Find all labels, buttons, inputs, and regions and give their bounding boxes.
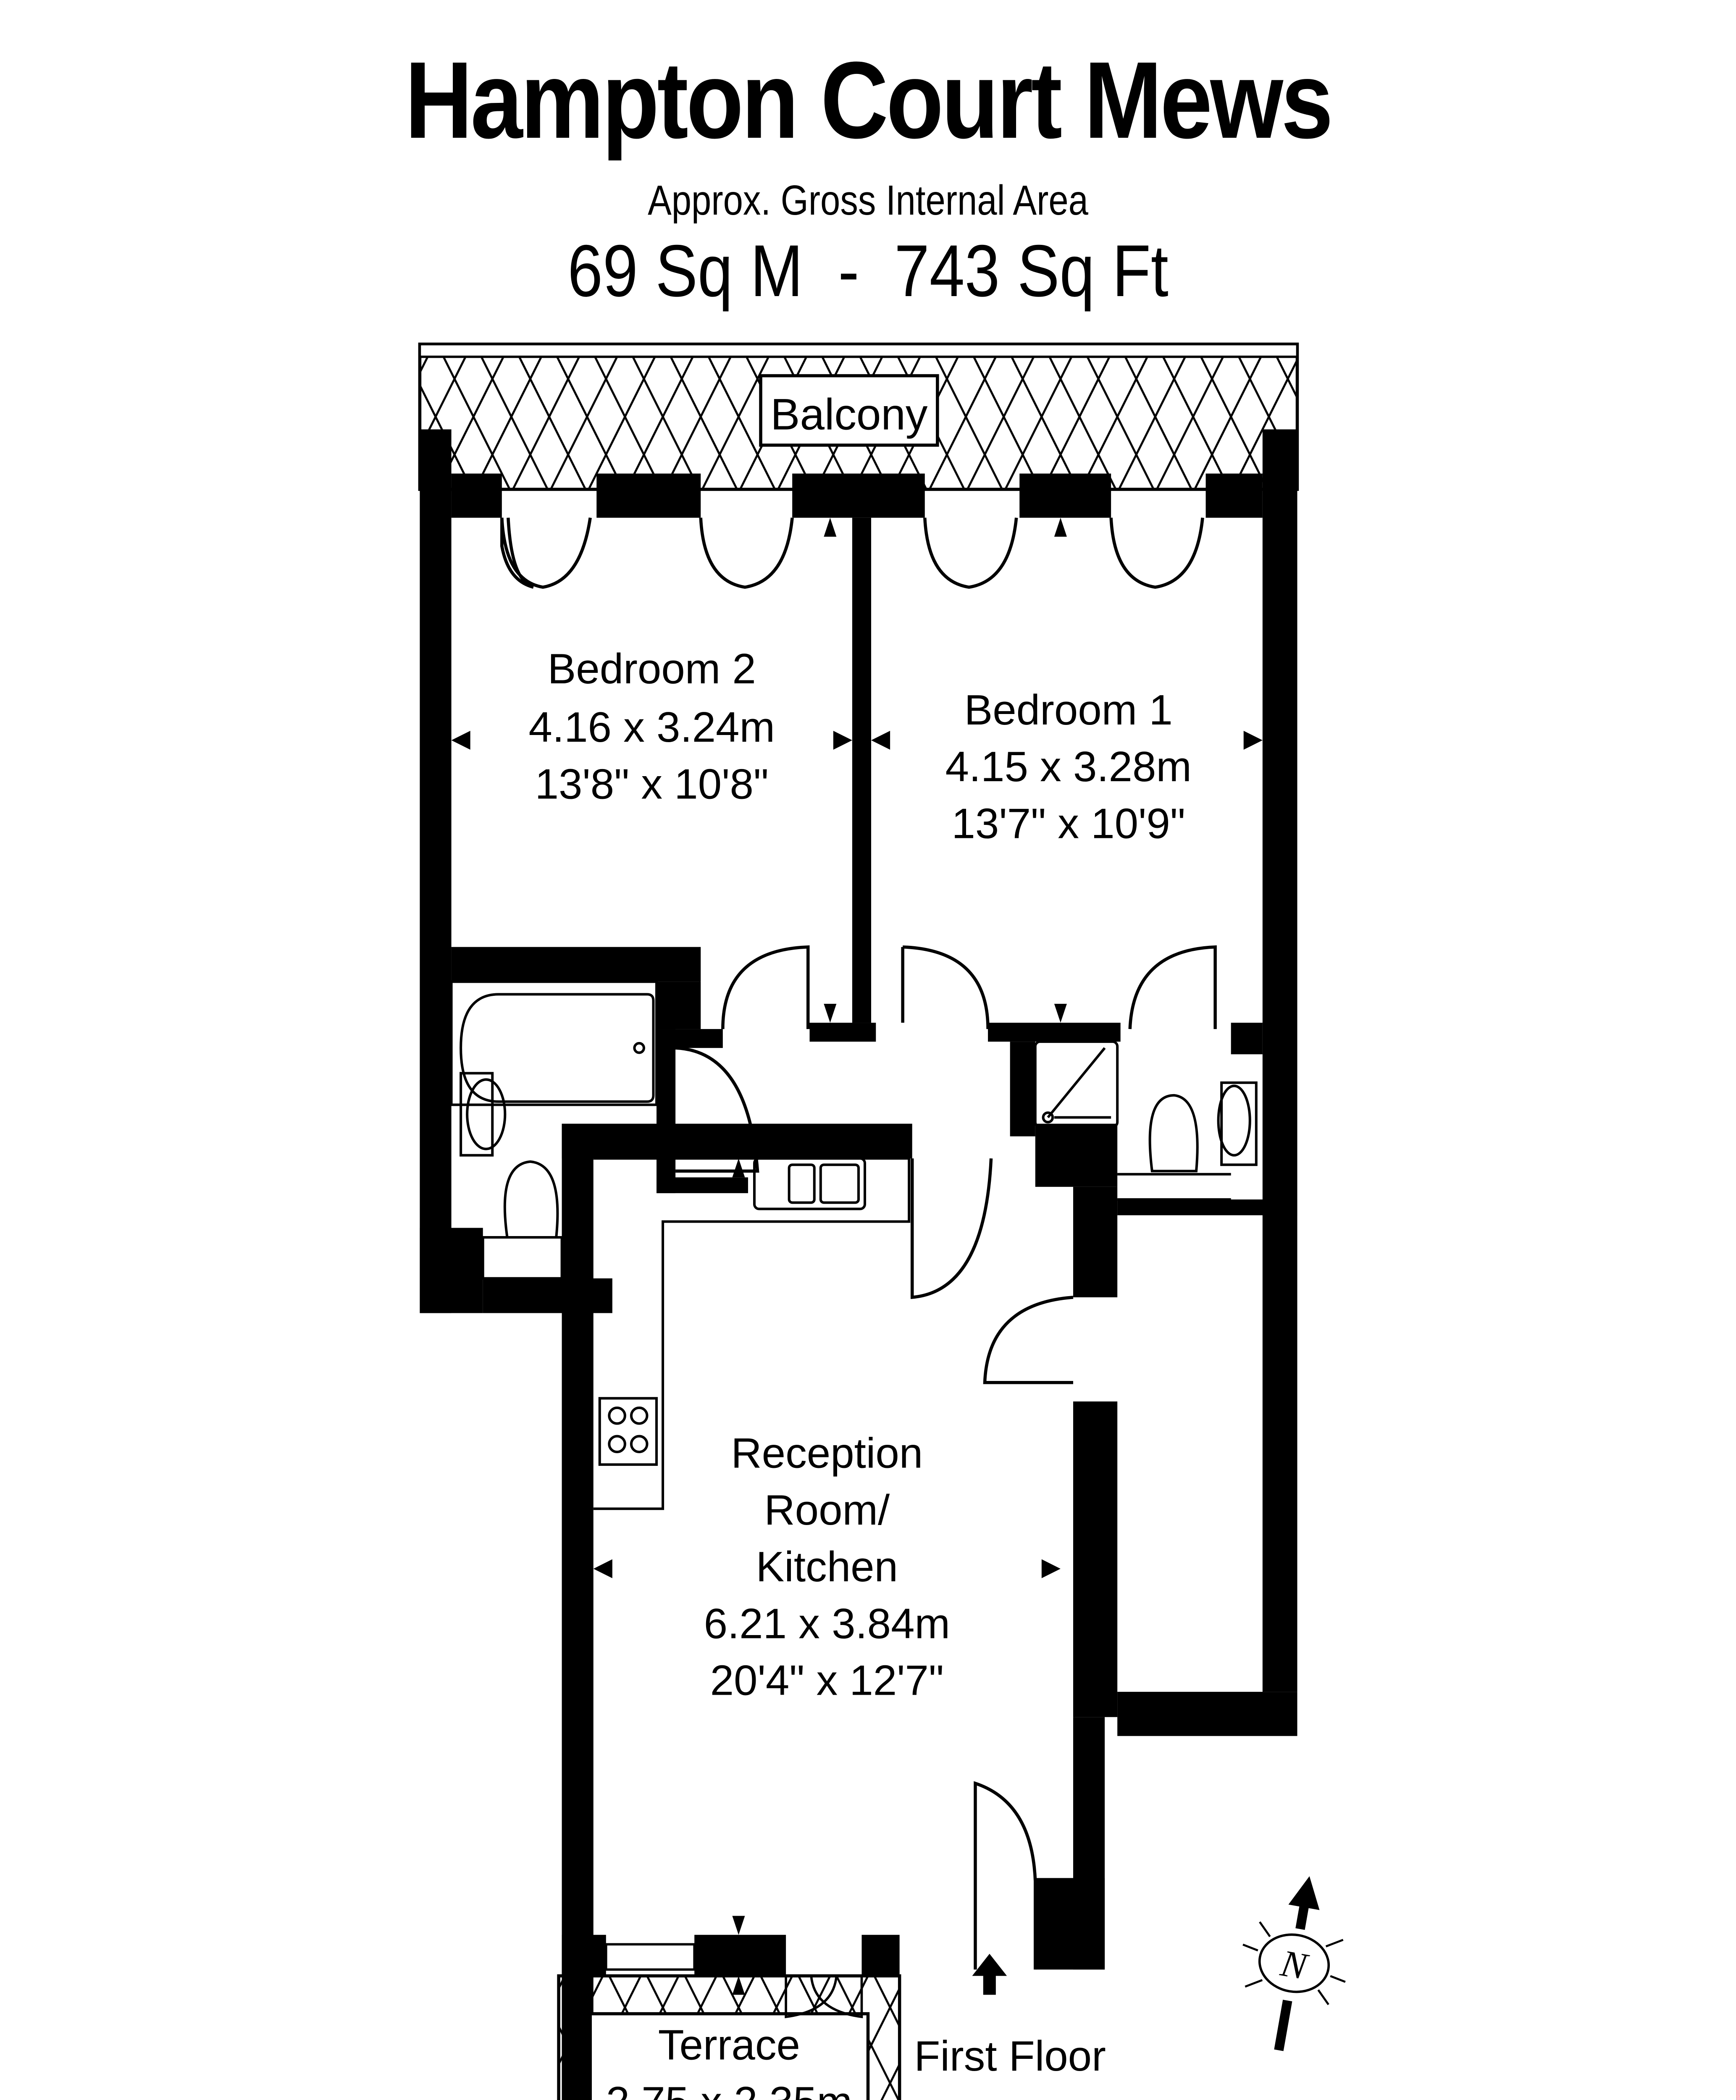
terrace-door	[785, 1976, 863, 2019]
door-bedroom1	[903, 945, 990, 1029]
reception-name-1: Reception	[731, 1430, 923, 1477]
door-bedroom2	[721, 945, 810, 1029]
area-value: 69 Sq M - 743 Sq Ft	[567, 230, 1169, 312]
terrace-metric: 2.75 x 2.35m	[606, 2078, 852, 2100]
floor-label: First Floor	[914, 2032, 1106, 2080]
basin-icon	[466, 1078, 507, 1150]
bedroom1-name: Bedroom 1	[964, 686, 1173, 734]
entrance-arrow-icon	[972, 1953, 1007, 1995]
bedroom2-name: Bedroom 2	[548, 645, 756, 693]
entrance-door	[974, 1781, 1037, 1970]
page-title: Hampton Court Mews	[404, 39, 1333, 161]
door-ensuite	[1128, 945, 1217, 1029]
balcony: Balcony	[418, 342, 1299, 491]
hob-icon	[598, 1397, 658, 1466]
walls	[420, 429, 1297, 2100]
terrace	[557, 1943, 901, 2100]
fixtures	[450, 980, 1258, 1510]
ensuite-toilet-icon	[1148, 1094, 1199, 1173]
reception-metric: 6.21 x 3.84m	[704, 1600, 950, 1647]
room-labels: Bedroom 2 4.16 x 3.24m 13'8" x 10'8" Bed…	[529, 645, 1192, 2100]
doors	[500, 517, 1217, 1970]
shower-tray-icon	[1034, 1040, 1119, 1129]
toilet-icon	[503, 1160, 559, 1245]
terrace-name: Terrace	[658, 2021, 800, 2069]
reception-imperial: 20'4" x 12'7"	[710, 1657, 944, 1704]
bedroom2-metric: 4.16 x 3.24m	[529, 704, 775, 751]
bedroom2-imperial: 13'8" x 10'8"	[535, 761, 769, 808]
area-caption: Approx. Gross Internal Area	[648, 177, 1088, 224]
french-door-bedroom1-b	[1109, 517, 1204, 589]
french-door-bedroom2-a	[500, 517, 592, 589]
ensuite-basin-icon	[1217, 1084, 1251, 1157]
balcony-label-box	[759, 374, 939, 447]
north-arrow-icon: N	[1242, 1876, 1346, 2051]
reception-name-3: Kitchen	[756, 1543, 898, 1591]
door-kitchen	[910, 1158, 993, 1299]
french-door-bedroom1-a	[923, 517, 1018, 589]
door-storage	[983, 1296, 1074, 1384]
bedroom1-metric: 4.15 x 3.28m	[945, 743, 1191, 790]
balcony-label: Balcony	[770, 390, 928, 439]
bathtub-icon	[460, 993, 655, 1103]
door-bathroom	[675, 1046, 759, 1173]
french-door-bedroom2-b	[699, 517, 794, 589]
bedroom1-imperial: 13'7" x 10'9"	[952, 800, 1185, 847]
reception-name-2: Room/	[764, 1486, 890, 1534]
terrace-window	[604, 1943, 696, 1971]
